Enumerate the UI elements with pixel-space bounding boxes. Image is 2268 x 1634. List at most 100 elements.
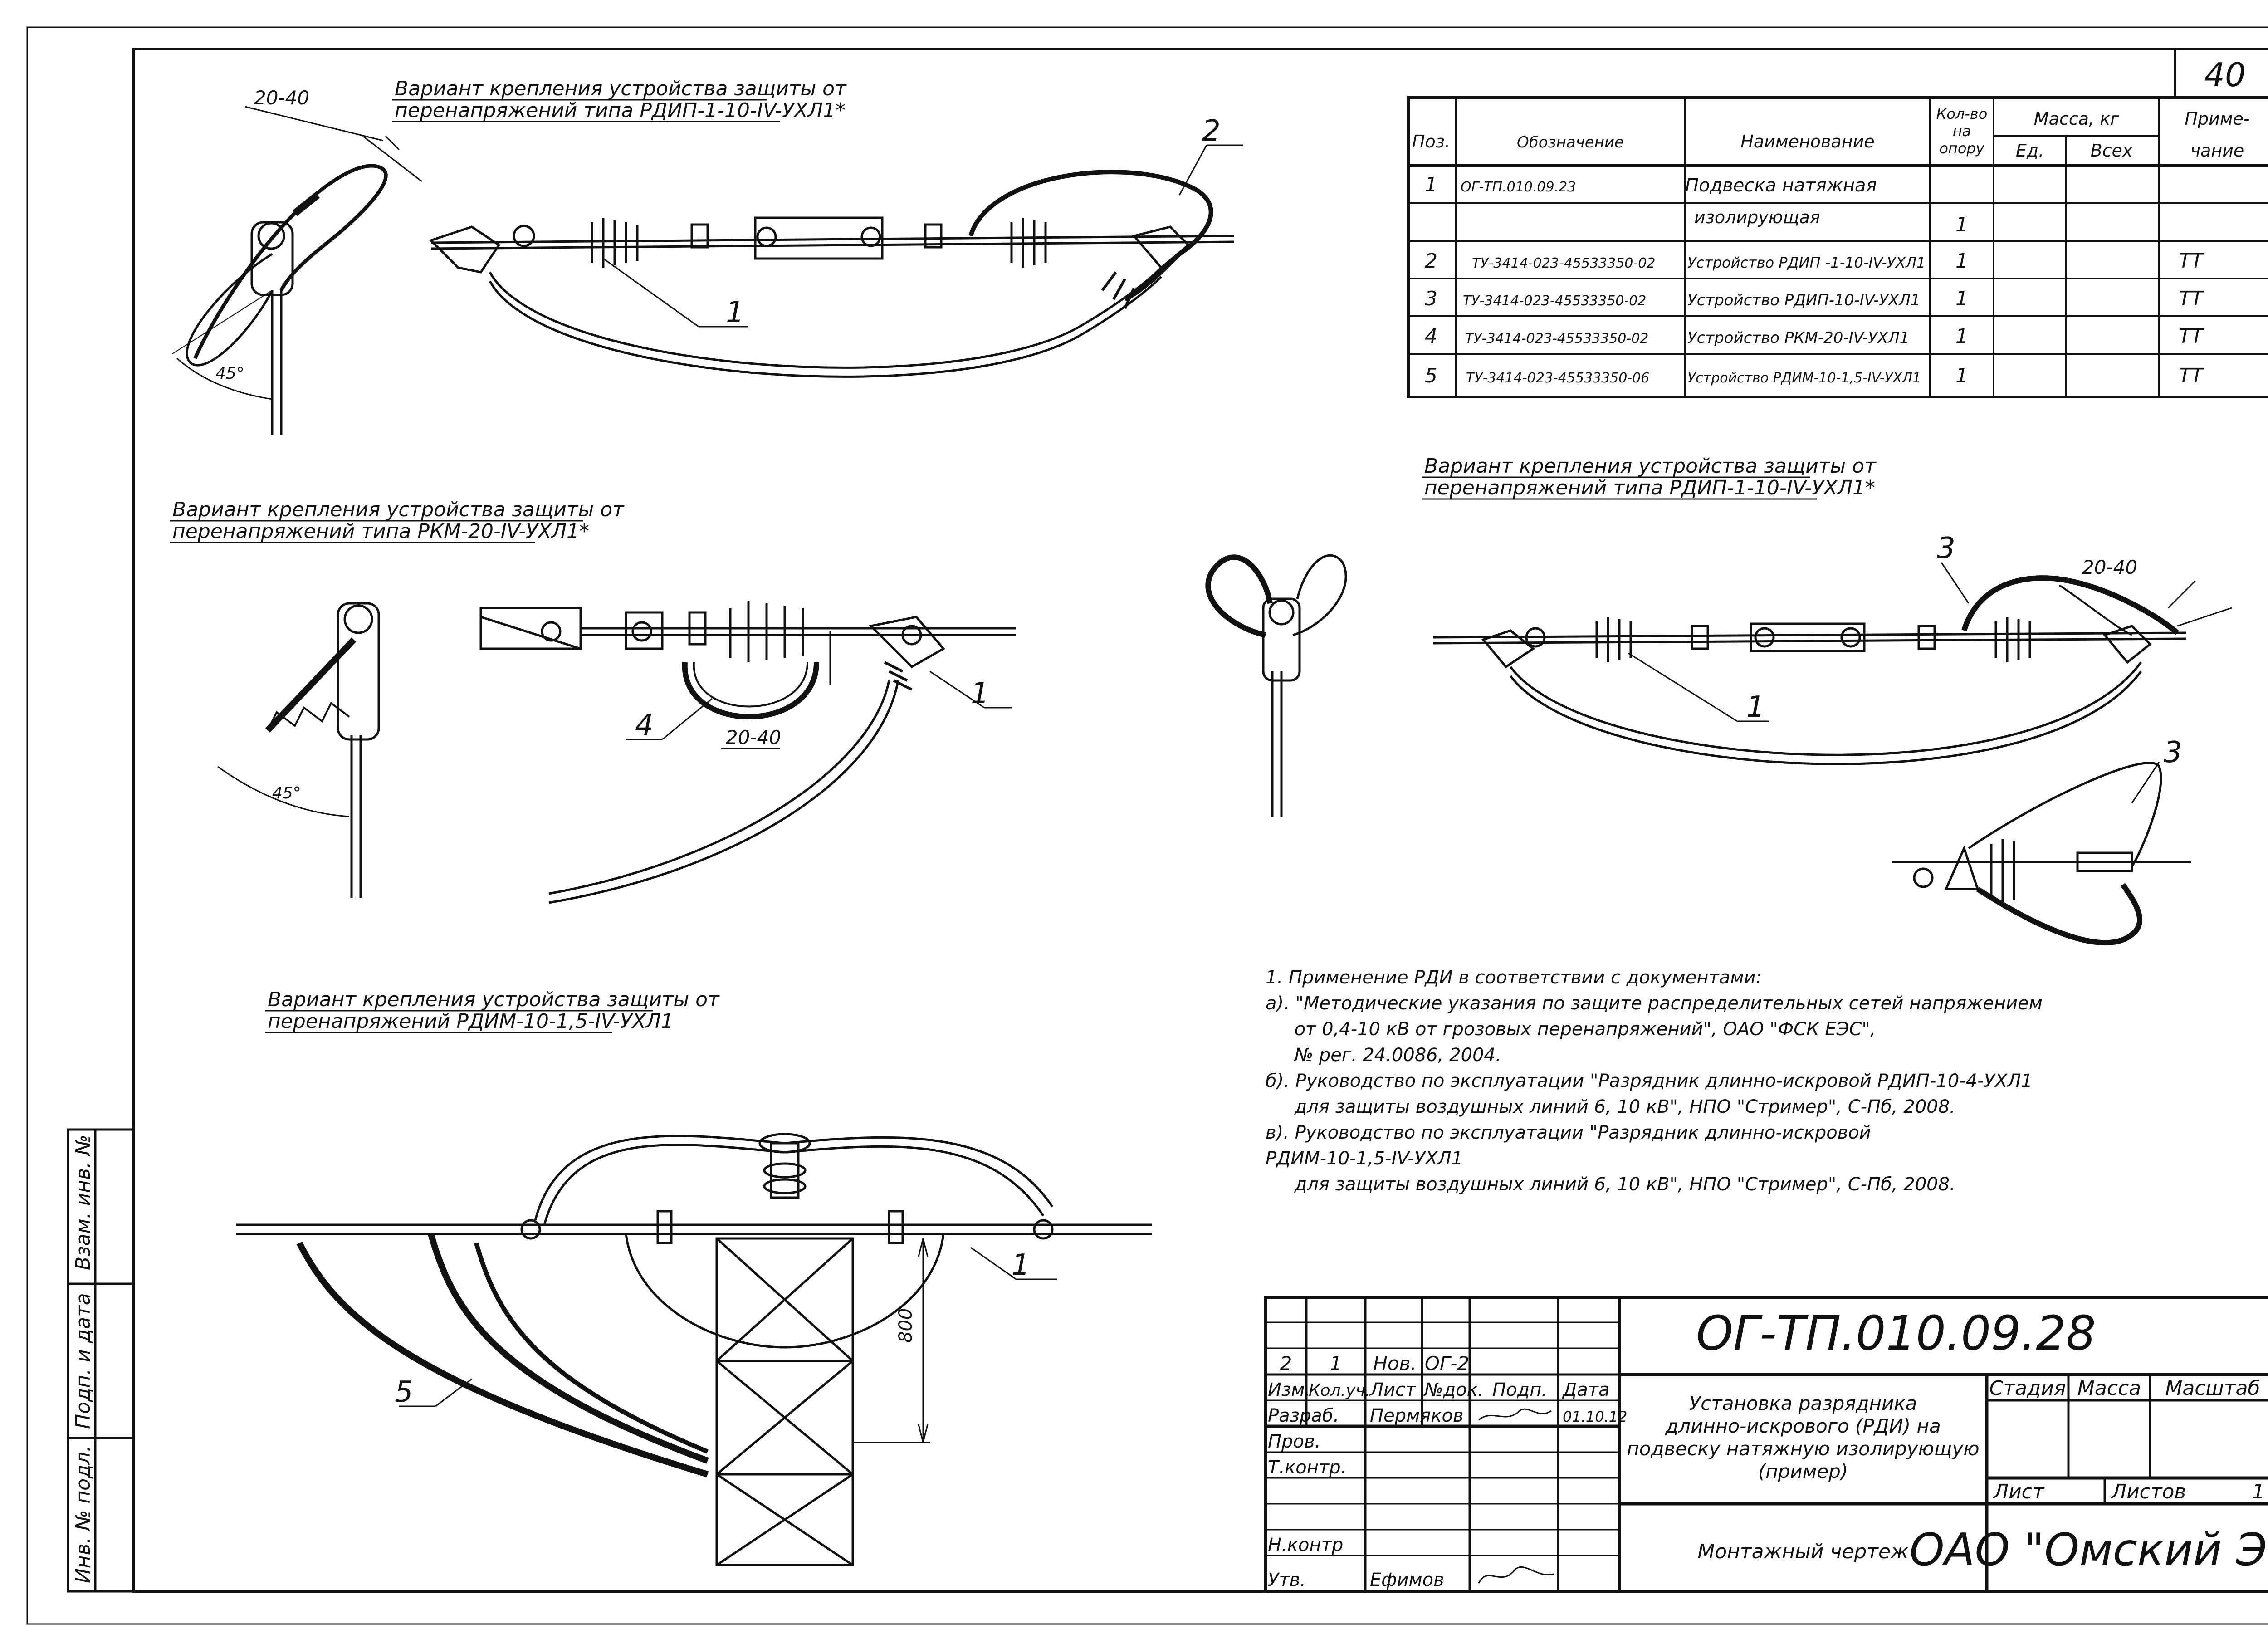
- dim-v3-gap: 20-40: [2082, 556, 2137, 578]
- note-line: б). Руководство по эксплуатации "Разрядн…: [1266, 1071, 2033, 1091]
- spec-cell-pos: 4: [1425, 325, 1437, 348]
- doc-title-line4: (пример): [1758, 1460, 1848, 1482]
- caption-variant3-line1: Вариант крепления устройства защиты от: [1424, 455, 1877, 478]
- spec-cell-qty: 1: [1955, 250, 1968, 273]
- dim-v2-gap: 20-40: [726, 726, 781, 749]
- spec-header-name: Наименование: [1740, 132, 1874, 152]
- spec-header-qty-2: на: [1953, 122, 1971, 140]
- spec-cell-note: ТТ: [2179, 325, 2204, 348]
- leader-v1-2: 2: [1202, 114, 1221, 148]
- role-tech-control: Т.контр.: [1268, 1457, 1346, 1478]
- caption-variant2-line1: Вариант крепления устройства защиты от: [172, 498, 625, 521]
- hdr-sign: Подп.: [1492, 1380, 1547, 1400]
- spec-cell-name: Устройство РДИП -1-10-IV-УХЛ1: [1687, 254, 1926, 271]
- leader-v2-1: 1: [971, 677, 989, 710]
- variant3-leaders: [1628, 562, 2232, 722]
- name-developer: Пермяков: [1370, 1405, 1464, 1426]
- signature-developer: [1478, 1408, 1552, 1421]
- variant3-leader-c: [2131, 762, 2160, 803]
- rev-col-a: 2: [1280, 1352, 1292, 1375]
- rev-col-d: ОГ-2: [1425, 1352, 1469, 1375]
- leader-v4-5: 5: [395, 1375, 413, 1409]
- spec-header-qty-3: опору: [1939, 140, 1984, 157]
- note-line: 1. Применение РДИ в соответствии с докум…: [1266, 967, 1762, 988]
- rev-col-c: Нов.: [1373, 1352, 1416, 1375]
- dim-v1-gap: 20-40: [254, 87, 309, 109]
- caption-variant4-line2: перенапряжений РДИМ-10-1,5-IV-УХЛ1: [268, 1010, 674, 1033]
- spec-row: 4 ТУ-3414-023-45533350-02 Устройство РКМ…: [1425, 325, 2204, 348]
- doc-code: ОГ-ТП.010.09.28: [1696, 1306, 2096, 1361]
- notes: 1. Применение РДИ в соответствии с докум…: [1266, 967, 2043, 1195]
- note-line: в). Руководство по эксплуатации "Разрядн…: [1266, 1122, 1871, 1143]
- label-sheets: Листов: [2111, 1480, 2186, 1503]
- title-block: [1264, 1296, 2268, 1593]
- spec-cell-name: Устройство РДИМ-10-1,5-IV-УХЛ1: [1687, 370, 1921, 386]
- hdr-count: Кол.уч.: [1309, 1381, 1370, 1400]
- variant1-leaders: [603, 144, 1243, 328]
- note-line: № рег. 24.0086, 2004.: [1266, 1045, 1501, 1066]
- spec-header-designation: Обозначение: [1517, 133, 1624, 152]
- caption-variant1-line2: перенапряжений типа РДИП-1-10-IV-УХЛ1*: [395, 99, 846, 122]
- caption-variant1-line1: Вариант крепления устройства защиты от: [395, 77, 847, 100]
- variant3-detail-view: [1892, 762, 2191, 946]
- role-norm-control: Н.контр: [1268, 1535, 1343, 1556]
- variant4-view: [236, 1133, 1152, 1566]
- leader-v3-1: 1: [1746, 690, 1765, 724]
- spec-cell-qty: 1: [1955, 287, 1968, 310]
- hdr-date: Дата: [1562, 1380, 1610, 1400]
- signature-approver: [1478, 1566, 1554, 1584]
- hdr-change: Изм.: [1268, 1380, 1310, 1400]
- leader-v2-4: 4: [635, 709, 654, 742]
- spec-cell-note: ТТ: [2179, 250, 2204, 273]
- spec-cell-name: Устройство РКМ-20-IV-УХЛ1: [1687, 329, 1909, 347]
- hdr-sheet: Лист: [1369, 1380, 1417, 1400]
- spec-header-note-1: Приме-: [2185, 109, 2249, 129]
- caption-variant2-line2: перенапряжений типа РКМ-20-IV-УХЛ1*: [172, 520, 589, 543]
- spec-header-note-2: чание: [2190, 141, 2244, 161]
- caption-underlines: [170, 99, 1817, 1033]
- side-stamp-sign-date: Подп. и дата: [72, 1293, 95, 1429]
- variant4-dimensions: [399, 1238, 1057, 1443]
- sheet-number-box: 40: [2174, 49, 2268, 99]
- spec-cell-pos: 3: [1425, 287, 1437, 310]
- spec-cell-qty: 1: [1955, 325, 1968, 348]
- spec-cell-designation: ОГ-ТП.010.09.23: [1461, 179, 1576, 195]
- spec-cell-designation: ТУ-3414-023-45533350-02: [1463, 293, 1646, 309]
- spec-row: 1 ОГ-ТП.010.09.23 Подвеска натяжная: [1425, 173, 1877, 196]
- spec-cell-qty: 1: [1955, 213, 1968, 236]
- spec-cell-name: Подвеска натяжная: [1685, 175, 1877, 196]
- spec-header-qty-1: Кол-во: [1936, 105, 1988, 122]
- variant1-dimensions: [244, 106, 422, 182]
- spec-cell-note: ТТ: [2179, 364, 2204, 387]
- variant3-end-view: [1205, 554, 1347, 817]
- spec-row: изолирующая 1: [1694, 207, 1968, 236]
- hdr-docnum: №док.: [1423, 1380, 1484, 1400]
- spec-cell-note: ТТ: [2179, 287, 2204, 310]
- spec-row: 2 ТУ-3414-023-45533350-02 Устройство РДИ…: [1425, 250, 2204, 273]
- spec-header-mass-total: Всех: [2091, 141, 2133, 161]
- note-line: для защиты воздушных линий 6, 10 кВ", НП…: [1266, 1096, 1955, 1117]
- name-approver: Ефимов: [1370, 1570, 1444, 1590]
- variant2-leaders: [626, 631, 1012, 749]
- doc-title-line3: подвеску натяжную изолирующую: [1627, 1438, 1979, 1460]
- rev-col-b: 1: [1330, 1352, 1342, 1375]
- spec-cell-name: изолирующая: [1694, 207, 1820, 227]
- note-line: РДИМ-10-1,5-IV-УХЛ1: [1266, 1148, 1463, 1169]
- variant2-end-view: [217, 602, 380, 898]
- side-stamp: [67, 1128, 135, 1593]
- label-mass: Масса: [2077, 1377, 2141, 1400]
- caption-variant4-line1: Вариант крепления устройства защиты от: [268, 988, 720, 1011]
- variant2-side-view: [479, 601, 1016, 904]
- role-checker: Пров.: [1268, 1431, 1320, 1452]
- role-developer: Разраб.: [1268, 1405, 1339, 1426]
- date-developer: 01.10.12: [1563, 1408, 1628, 1425]
- spec-cell-name: Устройство РДИП-10-IV-УХЛ1: [1687, 291, 1921, 309]
- spec-header-pos: Поз.: [1412, 132, 1450, 152]
- spec-row: 3 ТУ-3414-023-45533350-02 Устройство РДИ…: [1425, 287, 2204, 310]
- note-line: для защиты воздушных линий 6, 10 кВ", НП…: [1266, 1174, 1955, 1195]
- spec-cell-pos: 1: [1425, 173, 1437, 196]
- spec-header-mass-unit: Ед.: [2016, 141, 2044, 161]
- dim-v4-height: 800: [895, 1308, 916, 1343]
- sheet-number: 40: [2204, 56, 2246, 94]
- inner-frame: [132, 48, 2268, 1593]
